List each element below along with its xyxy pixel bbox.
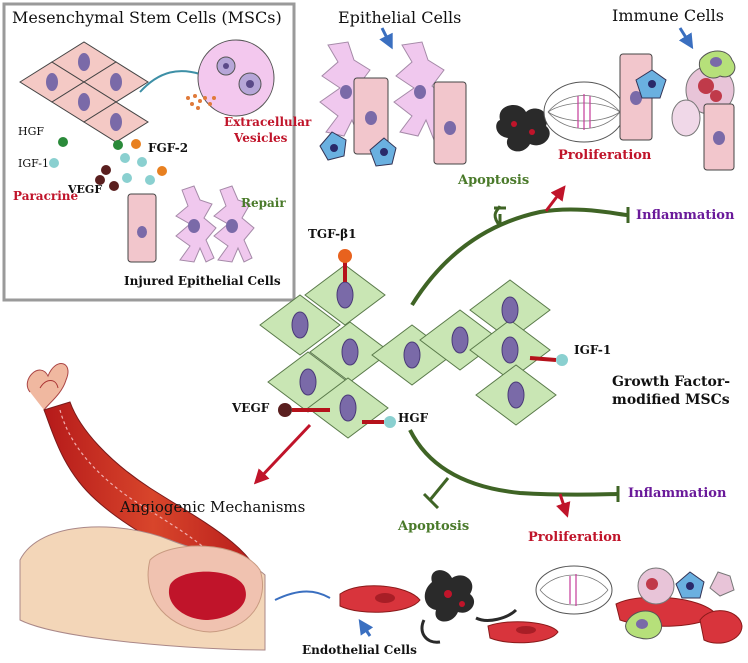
top-immune-group: [496, 27, 736, 171]
inset-label-ev-line1: Extracellular: [224, 115, 312, 129]
label-center-igf1: IGF-1: [574, 343, 612, 357]
label-bottom-proliferation: Proliferation: [528, 530, 622, 545]
inset-growth-factor-dots: [49, 137, 167, 191]
inset-label-hgf: HGF: [18, 125, 45, 138]
endothelial-row: [339, 565, 743, 644]
inset-label-ev-line2: Vesicles: [234, 131, 288, 145]
msc-inset-box: [2, 2, 296, 302]
receptor-igf1: [529, 354, 568, 366]
top-epithelial-group: [319, 27, 467, 167]
immune-blue-arrow: [678, 27, 694, 50]
inset-connector-line: [139, 70, 201, 93]
inset-injured-epithelial-cells: [127, 185, 255, 263]
label-bottom-apoptosis: Apoptosis: [398, 519, 470, 534]
inset-label-injured-epithelial: Injured Epithelial Cells: [124, 274, 281, 288]
label-gfm-line2: modified MSCs: [612, 392, 730, 408]
label-top-proliferation: Proliferation: [558, 148, 652, 163]
receptor-tgfb1: [338, 249, 352, 282]
epithelial-blue-arrow: [379, 27, 393, 50]
angiogenic-red-arrow: [253, 423, 312, 485]
extracellular-vesicle-cell: [186, 39, 275, 117]
inset-msc-sheet: [19, 41, 149, 143]
label-top-apoptosis: Apoptosis: [458, 173, 530, 188]
inset-label-vegf: VEGF: [68, 183, 103, 196]
bottom-pathway: [408, 429, 620, 518]
inset-label-fgf2: FGF-2: [148, 141, 189, 155]
top-pathway: [410, 185, 630, 307]
label-top-inflammation: Inflammation: [636, 208, 735, 223]
label-bottom-inflammation: Inflammation: [628, 486, 727, 501]
label-epithelial-cells: Epithelial Cells: [338, 8, 462, 27]
blood-vessel: [19, 363, 266, 651]
receptor-vegf: [278, 403, 330, 417]
receptor-hgf: [362, 416, 396, 428]
endothelial-blue-arrow: [358, 619, 374, 637]
label-immune-cells: Immune Cells: [612, 6, 724, 25]
label-tgfb1: TGF-β1: [308, 227, 357, 241]
inset-label-repair: Repair: [241, 196, 286, 210]
label-center-vegf: VEGF: [232, 401, 270, 415]
label-center-hgf: HGF: [398, 411, 429, 425]
endothelial-connector-line: [274, 590, 331, 601]
label-gfm-line1: Growth Factor-: [612, 374, 731, 390]
inset-label-paracrine: Paracrine: [13, 189, 79, 203]
inset-label-igf1: IGF-1: [18, 157, 49, 170]
label-endothelial-cells: Endothelial Cells: [302, 643, 417, 657]
inset-title: Mesenchymal Stem Cells (MSCs): [12, 8, 282, 27]
label-angiogenic-mechanisms: Angiogenic Mechanisms: [120, 498, 306, 516]
